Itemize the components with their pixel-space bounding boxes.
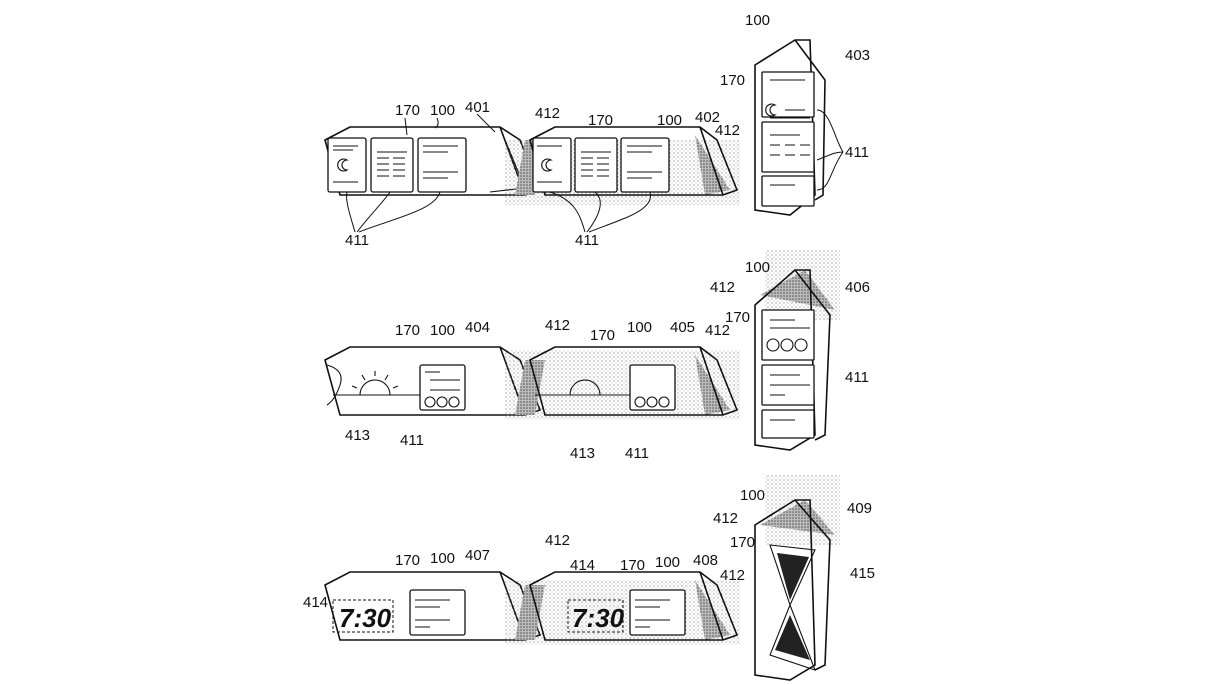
label-411: 411 <box>345 232 369 249</box>
label-170: 170 <box>720 72 745 89</box>
label-100: 100 <box>740 487 765 504</box>
label-170: 170 <box>730 534 755 551</box>
panel-407: 7:30 170 100 407 414 <box>303 547 542 641</box>
label-170: 170 <box>620 557 645 574</box>
label-411: 411 <box>400 432 424 449</box>
label-100: 100 <box>430 102 455 119</box>
label-409: 409 <box>847 500 872 517</box>
panel-401: 170 100 401 411 <box>324 99 542 249</box>
panel-409: 100 412 409 170 415 <box>713 475 875 681</box>
label-412-left: 412 <box>535 105 560 122</box>
label-414: 414 <box>570 557 595 574</box>
label-405: 405 <box>670 319 695 336</box>
moon-icon <box>541 158 553 172</box>
panel-408: 7:30 412 414 170 100 408 412 <box>505 532 745 645</box>
label-408: 408 <box>693 552 718 569</box>
label-413: 413 <box>345 427 370 444</box>
label-414: 414 <box>303 594 328 611</box>
label-170: 170 <box>395 322 420 339</box>
label-412-left: 412 <box>545 532 570 549</box>
label-412: 412 <box>713 510 738 527</box>
label-170: 170 <box>725 309 750 326</box>
moon-icon <box>765 103 777 117</box>
label-100: 100 <box>430 550 455 567</box>
moon-icon <box>337 158 349 172</box>
label-100: 100 <box>655 554 680 571</box>
label-403: 403 <box>845 47 870 64</box>
label-170: 170 <box>590 327 615 344</box>
label-100: 100 <box>745 259 770 276</box>
label-412-right: 412 <box>720 567 745 584</box>
label-412-left: 412 <box>545 317 570 334</box>
label-406: 406 <box>845 279 870 296</box>
hourglass-415 <box>769 544 816 671</box>
background-413-edge <box>326 364 342 406</box>
label-100: 100 <box>430 322 455 339</box>
label-411: 411 <box>845 369 869 386</box>
label-411: 411 <box>845 144 869 161</box>
label-415: 415 <box>850 565 875 582</box>
label-100: 100 <box>627 319 652 336</box>
label-407: 407 <box>465 547 490 564</box>
clock-text: 7:30 <box>339 603 392 633</box>
label-411: 411 <box>575 232 599 249</box>
panel-405: 412 170 100 405 412 413 411 <box>505 317 740 462</box>
panel-402: 412 170 100 402 412 411 <box>505 105 740 249</box>
label-170: 170 <box>395 102 420 119</box>
panel-403: 100 170 403 411 <box>720 12 870 216</box>
label-170: 170 <box>395 552 420 569</box>
label-402: 402 <box>695 109 720 126</box>
label-170: 170 <box>588 112 613 129</box>
widget-411 <box>419 364 466 411</box>
sun-icon <box>359 379 391 396</box>
clock-region-414 <box>332 599 394 633</box>
label-412-right: 412 <box>715 122 740 139</box>
label-100: 100 <box>657 112 682 129</box>
panel-406: 100 412 406 170 411 <box>710 250 870 451</box>
sun-icon <box>569 379 601 396</box>
label-412-right: 412 <box>705 322 730 339</box>
label-100: 100 <box>745 12 770 29</box>
label-404: 404 <box>465 319 490 336</box>
label-413: 413 <box>570 445 595 462</box>
label-412: 412 <box>710 279 735 296</box>
clock-text: 7:30 <box>572 603 625 633</box>
label-411: 411 <box>625 445 649 462</box>
pane-411-center <box>370 137 414 193</box>
label-401: 401 <box>465 99 490 116</box>
